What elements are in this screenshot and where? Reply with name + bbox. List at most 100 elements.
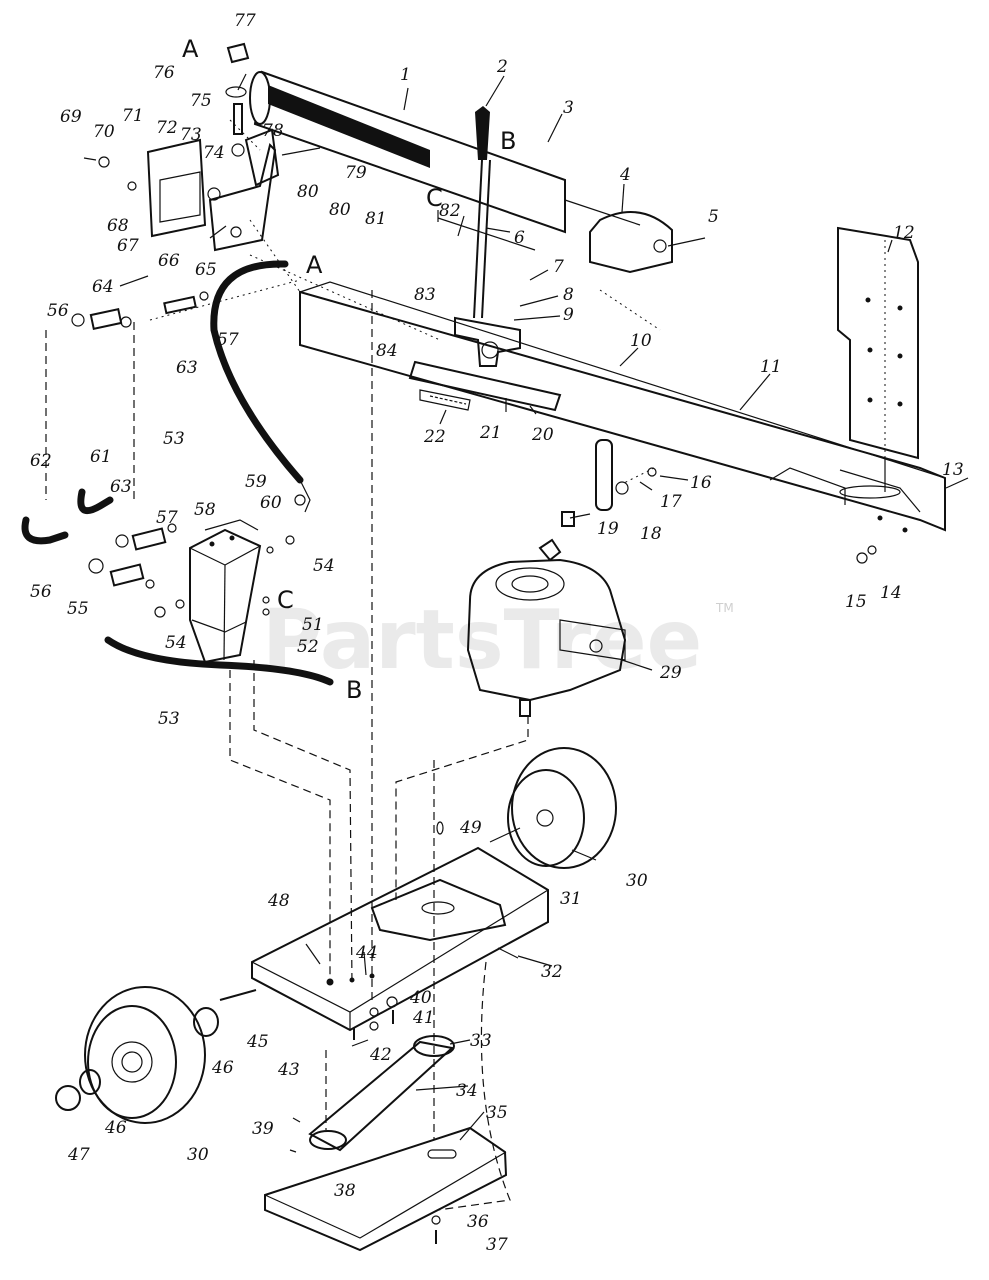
callout-31: 31 (560, 889, 582, 909)
callout-37: 37 (486, 1235, 508, 1255)
engine (466, 538, 627, 717)
callout-30-right: 30 (626, 871, 648, 891)
callout-83: 83 (414, 285, 436, 305)
callout-62: 62 (30, 451, 52, 471)
callout-30-left: 30 (187, 1145, 209, 1165)
assembly-lines (45, 119, 886, 1211)
callout-54-right: 54 (313, 556, 335, 576)
callout-33: 33 (470, 1031, 492, 1051)
wedge-plate (837, 226, 919, 492)
base-frame (251, 846, 549, 1032)
callout-71: 71 (122, 106, 144, 126)
frame-bolts (289, 821, 519, 1244)
callout-16: 16 (690, 473, 712, 493)
callout-65: 65 (195, 260, 217, 280)
callout-47: 47 (67, 1145, 90, 1165)
callout-13: 13 (942, 460, 964, 480)
callout-2: 2 (496, 57, 508, 77)
callout-20: 20 (531, 425, 554, 445)
callout-60: 60 (260, 493, 282, 513)
callout-49: 49 (459, 818, 482, 838)
callout-4: 4 (619, 165, 631, 185)
valve-handle (437, 106, 536, 367)
callout-56-bottom: 56 (30, 582, 52, 602)
callout-46-right: 46 (211, 1058, 234, 1078)
callout-81: 81 (365, 209, 387, 229)
callout-34: 34 (456, 1081, 478, 1101)
marker-a-top: A (182, 35, 199, 63)
callout-63-top: 63 (176, 358, 198, 378)
callout-76: 76 (153, 63, 175, 83)
callout-41: 41 (412, 1008, 435, 1028)
valve-fittings (83, 42, 250, 238)
wheel-left (84, 986, 206, 1124)
callout-8: 8 (563, 285, 574, 305)
marker-b-hose: B (346, 676, 362, 704)
callout-45: 45 (246, 1032, 269, 1052)
callout-79: 79 (345, 163, 367, 183)
callout-32: 32 (541, 962, 563, 982)
callout-53-bottom: 53 (158, 709, 180, 729)
callout-74: 74 (203, 143, 225, 163)
callout-72: 72 (156, 118, 178, 138)
callout-75: 75 (190, 91, 212, 111)
callout-69: 69 (60, 107, 82, 127)
control-valve (189, 519, 262, 664)
hose-fittings (71, 291, 306, 618)
watermark: PartsTree (262, 593, 702, 688)
callout-18: 18 (640, 524, 662, 544)
marker-a-hose: A (306, 251, 323, 279)
callout-29: 29 (659, 663, 682, 683)
callout-19: 19 (597, 519, 619, 539)
callout-51: 51 (302, 615, 324, 635)
callout-68: 68 (107, 216, 129, 236)
callout-57-bottom: 57 (156, 508, 178, 528)
callout-12: 12 (893, 223, 915, 243)
callout-21: 21 (479, 423, 502, 443)
marker-c-top: C (426, 184, 443, 212)
callout-73: 73 (180, 125, 202, 145)
callout-46-left: 46 (104, 1118, 127, 1138)
callout-77: 77 (234, 11, 256, 31)
callout-55: 55 (67, 599, 89, 619)
callout-40: 40 (409, 988, 432, 1008)
wheel-right (489, 747, 617, 869)
watermark-trademark: TM (715, 601, 734, 615)
callout-59: 59 (245, 472, 267, 492)
callout-11: 11 (760, 357, 782, 377)
callout-82: 82 (439, 201, 461, 221)
callout-5: 5 (708, 207, 719, 227)
hydraulic-hoses (21, 260, 334, 686)
callout-42: 42 (369, 1045, 392, 1065)
callout-80-bottom: 80 (329, 200, 351, 220)
callout-84: 84 (376, 341, 398, 361)
callout-66: 66 (158, 251, 180, 271)
handle-guides (408, 360, 562, 412)
callout-61: 61 (90, 447, 112, 467)
callout-10: 10 (630, 331, 652, 351)
beam-spacer (561, 439, 629, 527)
callout-56-top: 56 (47, 301, 69, 321)
callout-7: 7 (553, 257, 564, 277)
callout-43: 43 (277, 1060, 300, 1080)
wheel-hubs (55, 989, 257, 1111)
callout-64: 64 (92, 277, 114, 297)
beam (299, 281, 946, 533)
callout-15: 15 (845, 592, 867, 612)
callout-78: 78 (262, 121, 284, 141)
callout-9: 9 (563, 305, 574, 325)
callout-48: 48 (267, 891, 290, 911)
callout-53-top: 53 (163, 429, 185, 449)
callout-54-left: 54 (165, 633, 187, 653)
callout-63-bottom: 63 (110, 477, 132, 497)
connection-markers: A A B B C C (182, 35, 516, 704)
callout-14: 14 (880, 583, 902, 603)
callout-70: 70 (93, 122, 115, 142)
callout-57-top: 57 (217, 330, 239, 350)
callout-labels: 1 2 3 4 5 6 7 8 9 10 11 12 13 14 15 16 1… (30, 11, 964, 1255)
callout-44: 44 (355, 943, 378, 963)
valve-bracket (146, 128, 321, 252)
callout-1: 1 (400, 65, 411, 85)
